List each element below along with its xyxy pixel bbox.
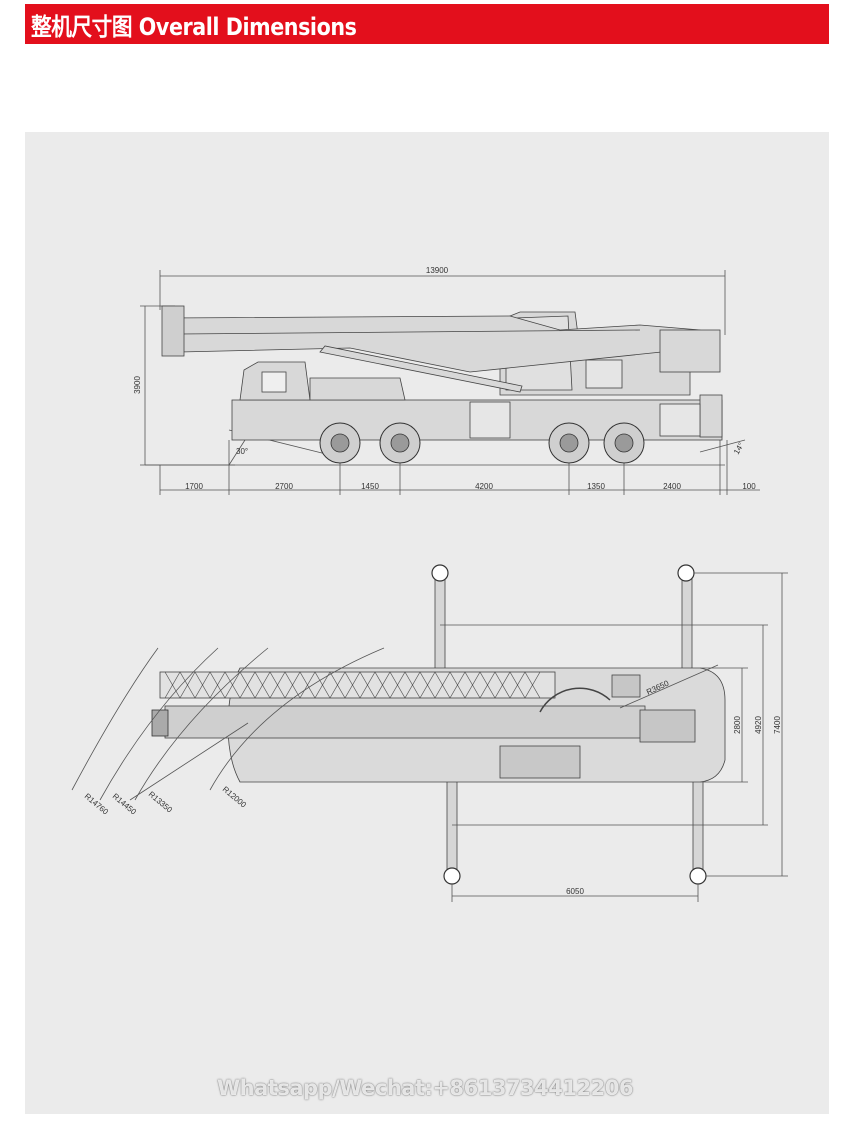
segment-label: 100 xyxy=(742,482,756,491)
overall-length-label: 13900 xyxy=(426,266,449,275)
page-title: 整机尺寸图 Overall Dimensions xyxy=(31,12,357,41)
segment-label: 2400 xyxy=(663,482,681,491)
width-label: 2800 xyxy=(733,716,742,734)
radius-label: R12000 xyxy=(221,785,249,810)
width-label: 4920 xyxy=(754,716,763,734)
radius-label: R14760 xyxy=(83,792,111,817)
side-view xyxy=(140,270,760,495)
segment-label: 1700 xyxy=(185,482,203,491)
top-view xyxy=(71,564,788,902)
segment-label: 2700 xyxy=(275,482,293,491)
segment-label: 1450 xyxy=(361,482,379,491)
header-bar: 整机尺寸图 Overall Dimensions xyxy=(25,4,829,44)
segment-label: 4200 xyxy=(475,482,493,491)
radius-label: R14450 xyxy=(111,792,139,817)
segment-label: 1350 xyxy=(587,482,605,491)
watermark-text: Whatsapp/Wechat:+8613734412206 xyxy=(217,1076,633,1100)
outrigger-span-label: 6050 xyxy=(566,887,584,896)
drawing-panel xyxy=(25,132,829,1114)
radius-label: R13350 xyxy=(147,790,175,815)
overall-height-label: 3900 xyxy=(133,376,142,394)
approach-angle-label: 30° xyxy=(236,447,248,456)
width-label: 7400 xyxy=(773,716,782,734)
